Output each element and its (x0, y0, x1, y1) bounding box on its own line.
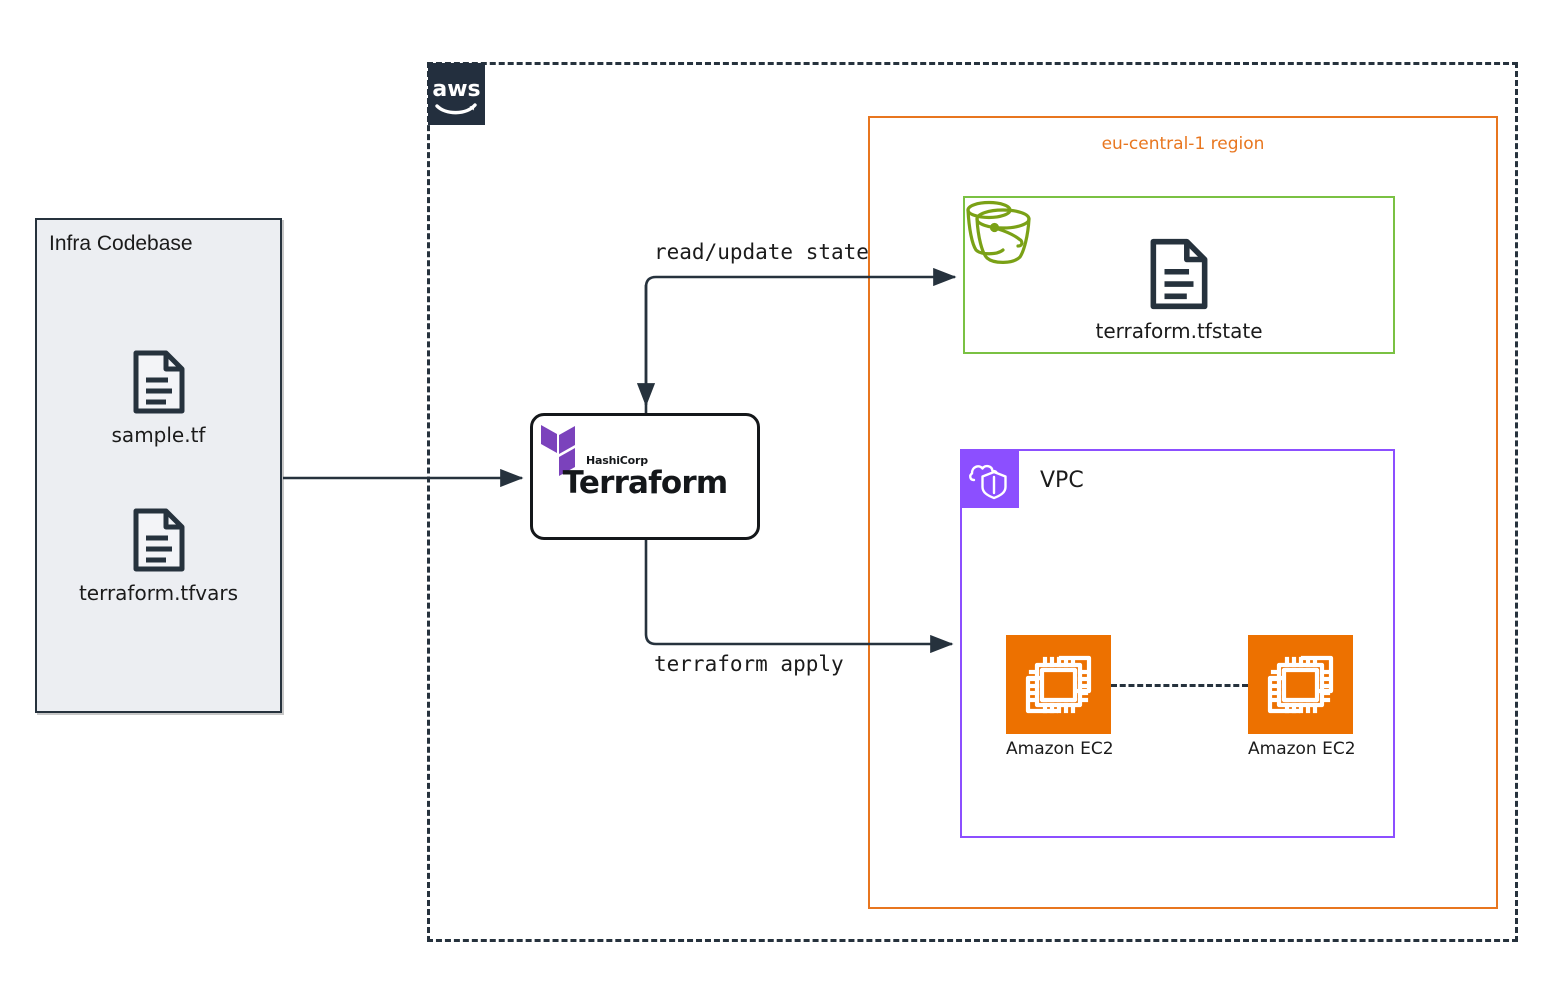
ec2-peer-link (1111, 684, 1248, 687)
terraform-logo-icon (541, 421, 591, 477)
file-label: terraform.tfvars (78, 581, 239, 605)
aws-logo-icon: aws (428, 63, 485, 125)
infra-codebase-panel: Infra Codebase sample.tf (35, 218, 282, 713)
file-label: sample.tf (111, 423, 206, 447)
list-item-terraform-tfvars: terraform.tfvars (37, 508, 280, 605)
ec2-chip-icon (1248, 635, 1353, 734)
edge-label-read-update-state: read/update state (654, 240, 869, 264)
ec2-label: Amazon EC2 (1006, 739, 1114, 759)
ec2-instance-right: Amazon EC2 (1248, 635, 1356, 759)
tfstate-label: terraform.tfstate (1095, 319, 1263, 343)
hashicorp-label: HashiCorp (586, 454, 648, 467)
terraform-node: HashiCorp Terraform (530, 413, 760, 540)
s3-bucket-box: terraform.tfstate (963, 196, 1395, 354)
ec2-label: Amazon EC2 (1248, 739, 1356, 759)
infra-codebase-title: Infra Codebase (49, 232, 193, 255)
terraform-label: Terraform (562, 465, 729, 501)
vpc-cloud-shield-icon (961, 450, 1019, 508)
vpc-box: VPC (960, 449, 1395, 838)
document-icon (133, 350, 185, 418)
vpc-label: VPC (1040, 468, 1084, 493)
svg-text:aws: aws (432, 77, 480, 102)
aws-cloud-boundary (427, 62, 1518, 942)
tfstate-object: terraform.tfstate (965, 238, 1393, 343)
s3-bucket-icon (961, 195, 1039, 267)
ec2-chip-icon (1006, 635, 1111, 734)
terraform-wordmark: HashiCorp Terraform (533, 454, 757, 500)
list-item-sample-tf: sample.tf (37, 350, 280, 447)
region-label: eu-central-1 region (1101, 134, 1265, 154)
aws-region-box: eu-central-1 region (868, 116, 1498, 909)
document-icon (133, 508, 185, 576)
ec2-instance-left: Amazon EC2 (1006, 635, 1114, 759)
document-icon (1150, 238, 1208, 314)
edge-label-terraform-apply: terraform apply (654, 652, 844, 676)
